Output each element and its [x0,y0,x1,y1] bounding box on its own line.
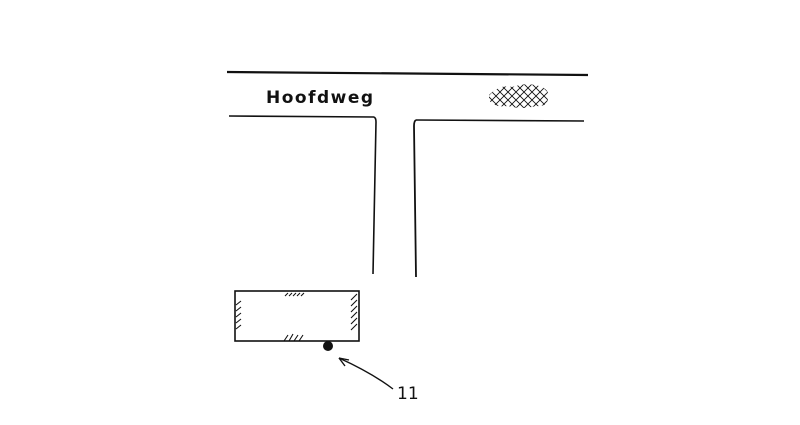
callout-arrow [338,357,394,390]
main-road-lower-edge-right [415,119,585,122]
side-road-left-edge [372,116,377,275]
side-road-right-edge [413,119,417,278]
main-road [226,70,589,122]
callout-number-label: 11 [397,384,419,404]
vehicle-outline [234,290,360,342]
callout-arrowhead [338,357,350,367]
side-road [372,116,417,278]
position-marker-dot [323,341,333,351]
hatched-area [489,84,549,108]
road-name-label: Hoofdweg [266,88,375,108]
main-road-lower-edge-left [228,115,375,118]
callout-arrow-shaft [338,357,394,390]
vehicle-box [234,290,360,342]
vehicle-hatch-marks [235,292,358,342]
main-road-upper-edge [226,70,589,77]
